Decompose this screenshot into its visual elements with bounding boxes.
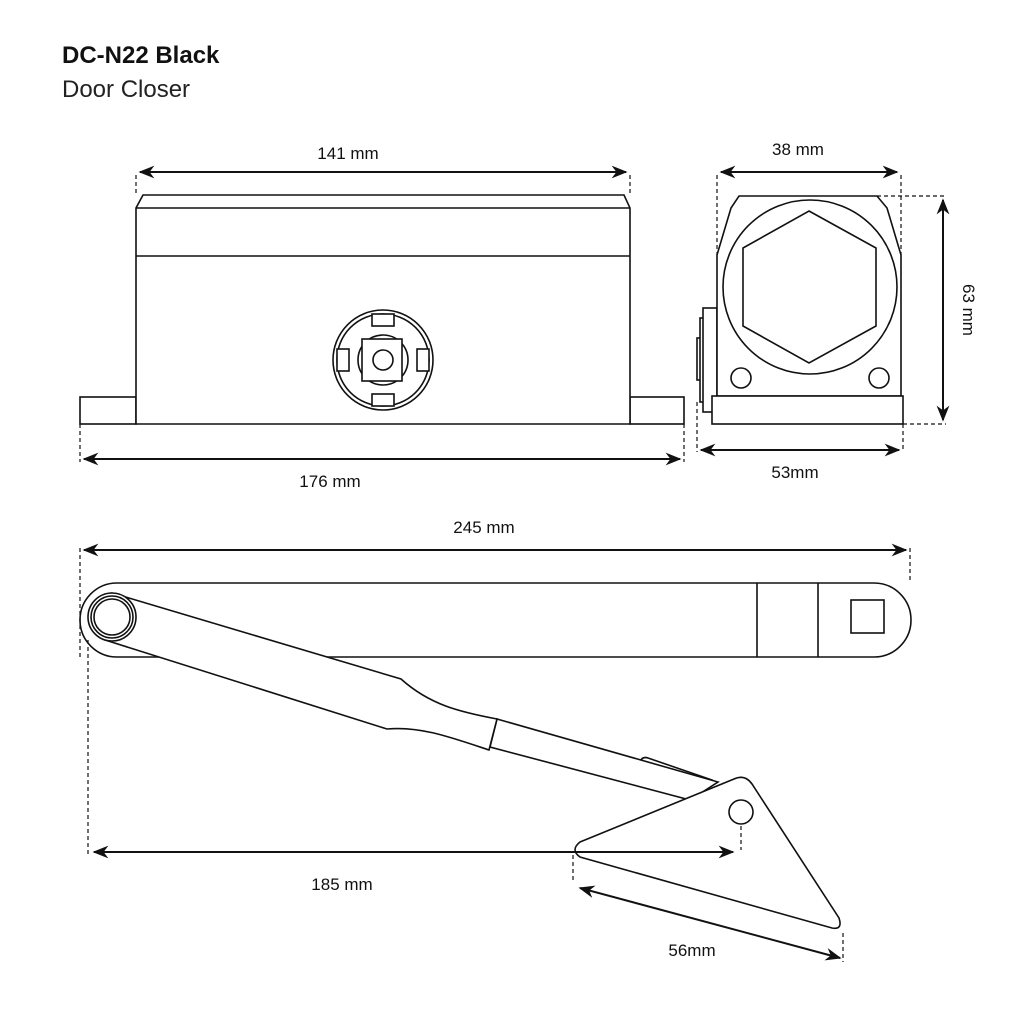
product-subtitle: Door Closer bbox=[62, 76, 191, 103]
arm-view: 245 mm 185 mm 56mm bbox=[79, 518, 912, 962]
dim-base-length: 176 mm bbox=[299, 472, 360, 491]
front-view: 141 mm 176 mm bbox=[79, 144, 685, 491]
bracket-hole bbox=[728, 799, 754, 825]
dim-arm-reach: 185 mm bbox=[311, 875, 372, 894]
side-base bbox=[711, 395, 904, 425]
dim-body-length: 141 mm bbox=[317, 144, 378, 163]
dim-height: 63 mm bbox=[959, 284, 978, 336]
arm-rod bbox=[489, 718, 720, 801]
spindle-icon bbox=[332, 309, 434, 411]
side-view: 38 mm 53mm 63 mm bbox=[696, 140, 978, 482]
main-arm bbox=[104, 591, 498, 752]
left-flange bbox=[79, 396, 137, 425]
dim-body-width: 38 mm bbox=[772, 140, 824, 159]
spindle-square bbox=[850, 599, 885, 634]
dim-arm-total: 245 mm bbox=[453, 518, 514, 537]
dim-bracket-length: 56mm bbox=[668, 941, 715, 960]
right-flange bbox=[629, 396, 685, 425]
product-title: DC-N22 Black bbox=[62, 42, 220, 69]
pivot-icon bbox=[87, 592, 137, 642]
dim-base-width: 53mm bbox=[771, 463, 818, 482]
hex-nut-icon bbox=[742, 210, 877, 364]
